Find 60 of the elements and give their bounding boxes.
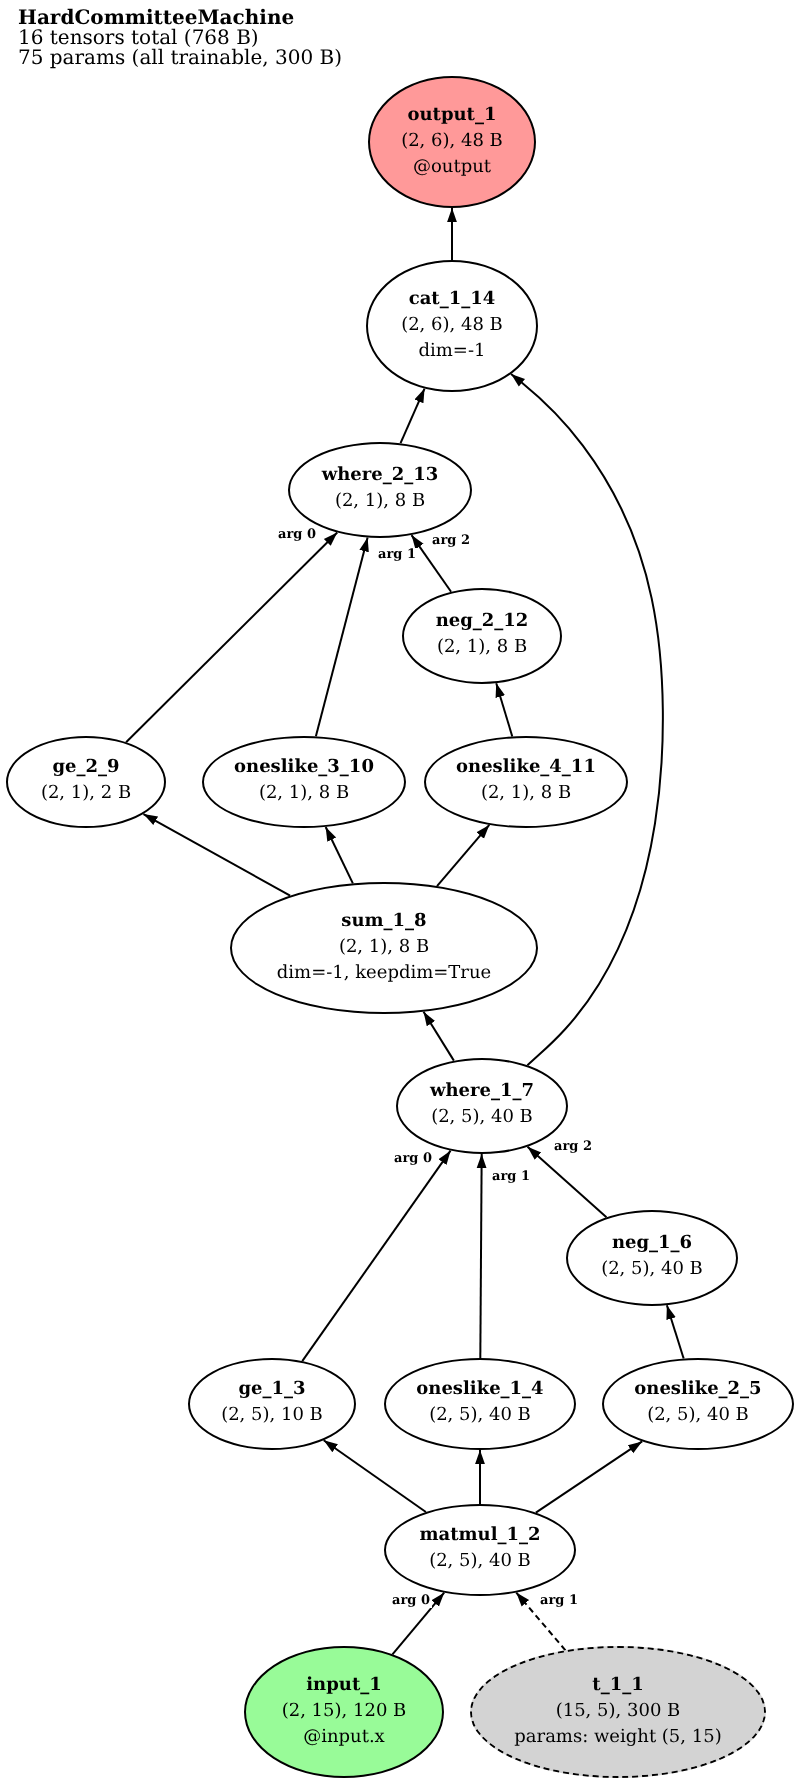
node-name: oneslike_3_10 <box>234 756 374 782</box>
arrow <box>447 207 457 261</box>
node-detail: (2, 6), 48 B <box>401 129 503 155</box>
arrow <box>436 823 491 888</box>
arrow <box>391 1591 446 1656</box>
node-name: cat_1_14 <box>408 287 496 313</box>
arrow <box>399 387 426 445</box>
node-detail: @output <box>412 155 491 181</box>
node-detail: (2, 5), 40 B <box>429 1404 531 1430</box>
arrow <box>510 373 664 1067</box>
arrow <box>665 1304 685 1360</box>
node-name: where_2_13 <box>321 464 439 490</box>
arrow <box>526 1145 608 1219</box>
node-detail: (2, 5), 40 B <box>601 1258 703 1284</box>
arrow <box>314 536 369 738</box>
node-name: ge_2_9 <box>52 756 120 782</box>
node-detail: (2, 15), 120 B <box>281 1699 407 1725</box>
arrow <box>322 1439 427 1513</box>
arrow <box>410 534 453 593</box>
arrow <box>495 682 514 738</box>
node-detail: (15, 5), 300 B <box>555 1699 681 1725</box>
node-name: oneslike_1_4 <box>416 1378 544 1404</box>
node-detail: (2, 1), 8 B <box>436 636 528 662</box>
node-detail: (2, 1), 8 B <box>480 782 572 808</box>
arrow <box>534 1440 644 1514</box>
node-detail: (2, 1), 8 B <box>338 935 430 961</box>
node-detail: @input.x <box>303 1725 385 1751</box>
arrow <box>515 1591 567 1652</box>
arrow <box>475 1449 485 1505</box>
node-detail: (2, 5), 40 B <box>647 1404 749 1430</box>
node-name: matmul_1_2 <box>419 1524 541 1550</box>
node-detail: (2, 5), 40 B <box>431 1106 533 1132</box>
node-name: oneslike_2_5 <box>634 1378 762 1404</box>
node-name: oneslike_4_11 <box>456 756 596 782</box>
node-name: where_1_7 <box>429 1080 534 1106</box>
arrow <box>125 531 339 744</box>
node-detail: (2, 1), 2 B <box>40 782 132 808</box>
arrow <box>324 825 354 885</box>
diagram-title: HardCommitteeMachine <box>18 10 295 30</box>
node-name: sum_1_8 <box>341 909 427 935</box>
arrow <box>422 1010 455 1062</box>
node-detail: (2, 5), 10 B <box>221 1404 323 1430</box>
node-detail: (2, 5), 40 B <box>429 1550 531 1576</box>
node-detail: dim=-1 <box>418 339 486 365</box>
node-detail: dim=-1, keepdim=True <box>276 961 492 987</box>
node-name: output_1 <box>407 103 497 129</box>
node-name: neg_2_12 <box>435 610 529 636</box>
node-name: t_1_1 <box>592 1673 644 1699</box>
summary-text: 16 tensors total (768 B) <box>18 30 259 50</box>
node-name: ge_1_3 <box>238 1378 306 1404</box>
arrow <box>476 1153 487 1359</box>
node-name: neg_1_6 <box>611 1232 693 1258</box>
summary-text: 75 params (all trainable, 300 B) <box>18 50 342 70</box>
node-detail: params: weight (5, 15) <box>514 1725 722 1751</box>
node-detail: (2, 1), 8 B <box>258 782 350 808</box>
node-name: input_1 <box>306 1673 382 1699</box>
node-detail: (2, 1), 8 B <box>334 490 426 516</box>
arrow <box>301 1149 452 1363</box>
node-detail: (2, 6), 48 B <box>401 313 503 339</box>
arrow <box>142 813 292 897</box>
